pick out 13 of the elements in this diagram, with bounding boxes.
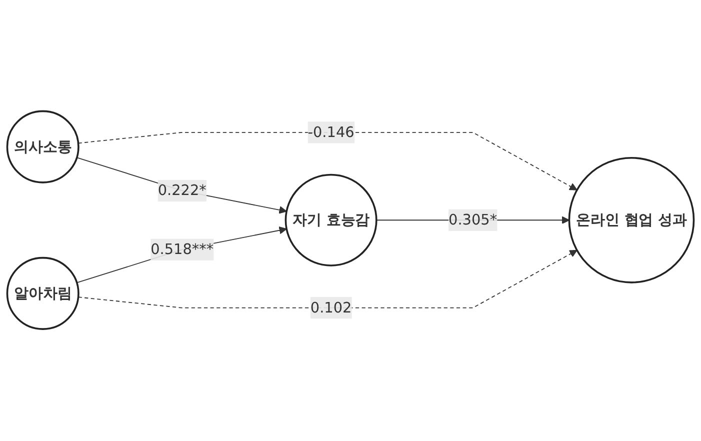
node-circle: 의사소통 xyxy=(6,110,80,184)
node-circle: 자기 효능감 xyxy=(284,174,378,267)
edge-label: 0.305* xyxy=(448,211,498,229)
node-circle: 온라인 협업 성과 xyxy=(568,157,695,284)
arrow xyxy=(76,157,287,214)
edge-label: 0.518*** xyxy=(150,240,214,258)
arrow xyxy=(76,226,287,284)
edge-label: 0.102 xyxy=(310,299,352,316)
edge-label: -0.146 xyxy=(308,124,354,141)
edge-label: 0.222* xyxy=(158,182,206,200)
arrow xyxy=(78,132,578,191)
node-circle: 알아차림 xyxy=(6,257,80,330)
arrow xyxy=(78,250,578,309)
